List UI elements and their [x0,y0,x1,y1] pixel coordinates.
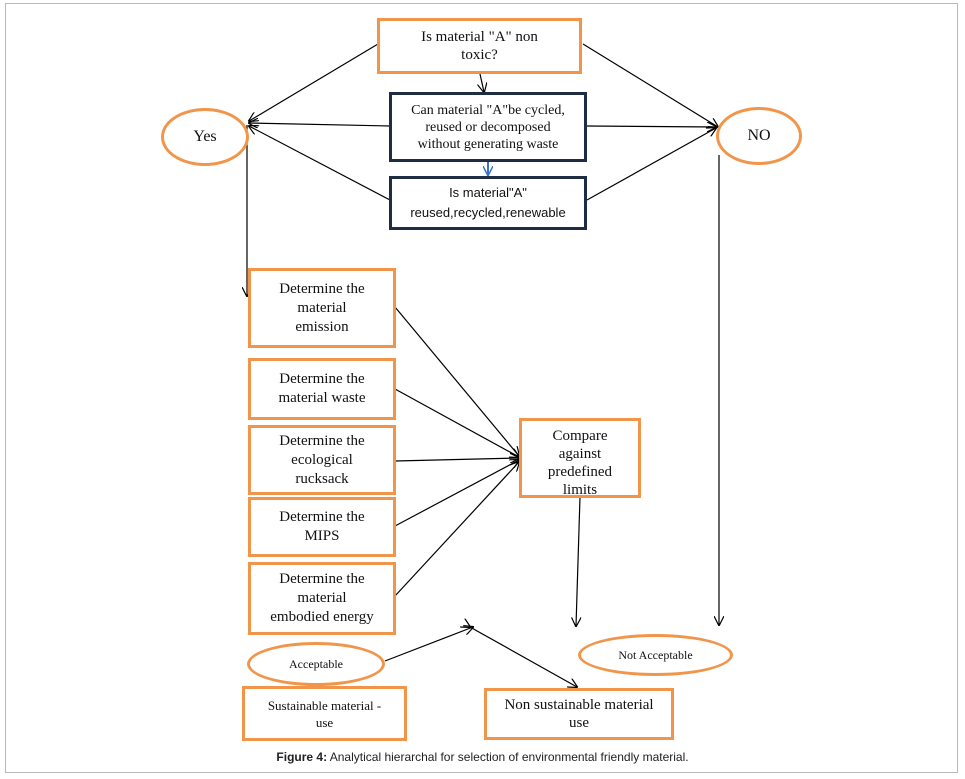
figure-frame [5,3,958,773]
node-material-emission: Determine the material emission [248,268,396,348]
node-non-toxic-question: Is material "A" non toxic? [377,18,582,74]
node-yes: Yes [161,108,249,166]
arrow-waste-compare [394,388,519,457]
arrow-center-nonsustainable [470,627,577,687]
node-not-acceptable: Not Acceptable [578,634,733,676]
node-cycled-question-text: Can material "A"be cycled, reused or dec… [411,102,565,152]
node-compare-limits-text: Compare against predefined limits [547,428,613,498]
arrow-rucksack-compare [394,458,519,461]
arrow-toxic-cycled [480,73,484,92]
figure-caption-text: Analytical hierarchal for selection of e… [327,750,689,764]
arrow-toxic-yes [249,43,379,121]
arrow-compare-down [576,496,580,626]
node-acceptable: Acceptable [247,642,385,686]
arrow-reused-yes [249,126,391,201]
arrow-acceptable-center [384,627,473,662]
node-reused-question: Is material"A" reused,recycled,renewable [389,176,587,230]
arrow-embodied-compare [394,462,519,597]
node-sustainable-material-text: Sustainable material - use [267,697,382,730]
node-material-waste: Determine the material waste [248,358,396,420]
arrow-emission-compare [394,306,519,456]
node-embodied-energy-text: Determine the material embodied energy [270,571,374,625]
node-non-sustainable-material: Non sustainable material use [484,688,674,740]
arrow-reused-no [586,128,716,201]
node-ecological-rucksack: Determine the ecological rucksack [248,425,396,495]
node-non-toxic-question-text: Is material "A" non toxic? [421,29,538,63]
figure-caption-label: Figure 4: [276,750,328,764]
node-no: NO [716,107,802,165]
node-yes-text: Yes [193,128,217,145]
node-acceptable-text: Acceptable [289,656,343,671]
node-non-sustainable-material-text: Non sustainable material use [504,697,654,731]
node-no-text: NO [747,127,771,144]
node-mips-text: Determine the MIPS [279,509,365,544]
node-compare-limits: Compare against predefined limits [519,418,641,498]
figure-caption: Figure 4: Analytical hierarchal for sele… [0,750,965,764]
arrow-mips-compare [394,460,519,527]
node-mips: Determine the MIPS [248,497,396,557]
node-not-acceptable-text: Not Acceptable [618,647,693,662]
node-material-waste-text: Determine the material waste [278,371,366,406]
node-ecological-rucksack-text: Determine the ecological rucksack [279,432,365,487]
arrow-cycled-yes [249,123,391,126]
node-cycled-question: Can material "A"be cycled, reused or dec… [389,92,587,162]
node-reused-question-text: Is material"A" reused,recycled,renewable [410,185,566,220]
arrow-cycled-no [586,126,716,127]
node-material-emission-text: Determine the material emission [279,280,365,335]
arrow-toxic-no [582,43,718,127]
node-embodied-energy: Determine the material embodied energy [248,562,396,635]
node-sustainable-material: Sustainable material - use [242,686,407,741]
